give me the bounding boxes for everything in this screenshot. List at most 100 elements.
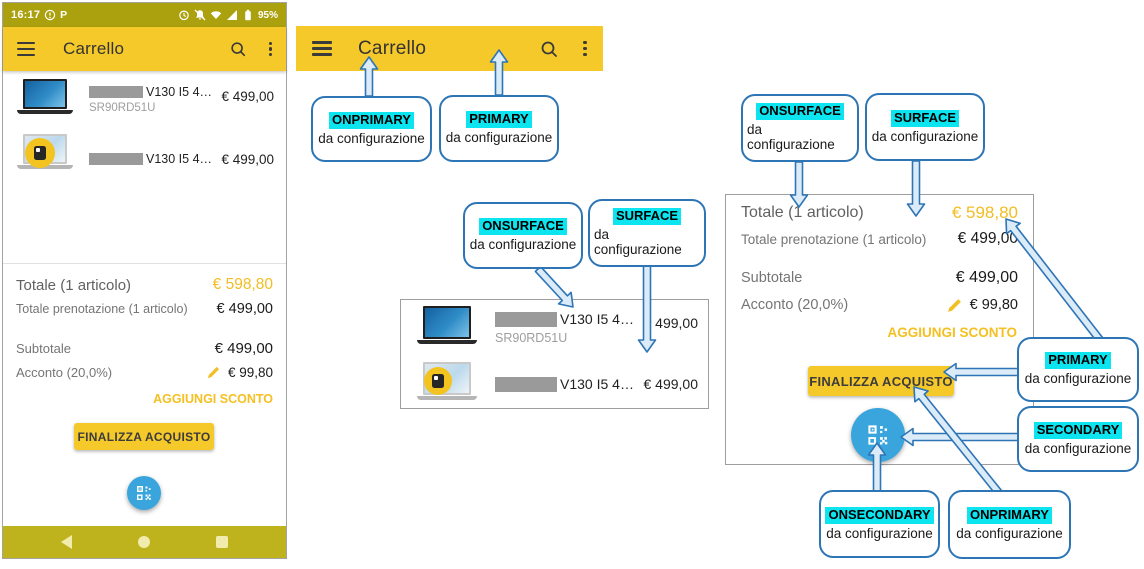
- divider: [3, 263, 286, 264]
- callout-onsurface-cart: ONSURFACE da configurazione: [463, 202, 583, 269]
- callout-subtitle: da configurazione: [594, 227, 682, 257]
- reservation-badge: [25, 138, 55, 168]
- qr-scanner-icon: [137, 486, 151, 500]
- add-discount-button[interactable]: AGGIUNGI SCONTO: [153, 392, 273, 406]
- checkout-button[interactable]: FINALIZZA ACQUISTO: [808, 366, 954, 396]
- deposit-label: Acconto (20,0%): [741, 297, 849, 313]
- theme-token-label: ONPRIMARY: [329, 111, 414, 129]
- reservation-row: Totale prenotazione (1 articolo) € 499,0…: [741, 230, 1018, 248]
- subtotal-label: Subtotale: [16, 341, 71, 356]
- callout-onsecondary-fab: ONSECONDARY da configurazione: [819, 490, 940, 558]
- alert-circle-icon: [44, 9, 56, 21]
- product-price: € 499,00: [221, 89, 274, 104]
- redacted-brand: [495, 311, 557, 327]
- android-nav-bar: [3, 526, 286, 558]
- subtotal-value: € 499,00: [955, 269, 1018, 286]
- add-discount-button[interactable]: AGGIUNGI SCONTO: [887, 325, 1017, 340]
- product-image-laptop: [417, 306, 477, 344]
- reservation-label: Totale prenotazione (1 articolo): [741, 231, 927, 247]
- subtotal-row: Subtotale € 499,00: [16, 340, 273, 357]
- product-image-laptop: [417, 362, 477, 400]
- menu-icon[interactable]: [17, 41, 35, 57]
- checkout-button[interactable]: FINALIZZA ACQUISTO: [74, 423, 214, 450]
- callout-subtitle: da configurazione: [445, 130, 553, 146]
- toolbar-crop: Carrello: [296, 26, 603, 71]
- nav-recent-icon[interactable]: [216, 536, 228, 548]
- product-price: € 499,00: [221, 152, 274, 167]
- callout-subtitle: da configurazione: [469, 237, 577, 253]
- deposit-value: € 99,80: [227, 365, 273, 380]
- callout-onprimary-button: ONPRIMARY da configurazione: [948, 490, 1071, 559]
- cart-content: V130 I5 4… SR90RD51U € 499,00 V130 I5 4……: [3, 71, 286, 526]
- callout-subtitle: da configurazione: [1024, 371, 1132, 387]
- theme-token-label: ONSECONDARY: [825, 506, 934, 524]
- menu-icon[interactable]: [312, 40, 332, 57]
- product-price: € 499,00: [643, 315, 699, 331]
- cart-item-row[interactable]: V130 I5 4… SR90RD51U € 499,00: [401, 304, 708, 359]
- app-toolbar: Carrello: [3, 27, 286, 71]
- overflow-menu-icon[interactable]: [268, 41, 272, 57]
- total-value: € 598,80: [951, 203, 1018, 222]
- edit-pencil-icon[interactable]: [947, 298, 962, 313]
- totals-panel-crop: Totale (1 articolo) € 598,80 Totale pren…: [725, 194, 1034, 465]
- notebook-icon: [34, 146, 46, 160]
- product-name: V130 I5 4…: [146, 152, 213, 166]
- edit-pencil-icon[interactable]: [207, 366, 220, 379]
- callout-primary-toolbar: PRIMARY da configurazione: [439, 95, 559, 162]
- qr-scanner-fab[interactable]: [127, 476, 161, 510]
- theme-token-label: SURFACE: [890, 109, 960, 127]
- callout-subtitle: da configurazione: [956, 526, 1063, 542]
- search-icon[interactable]: [539, 39, 559, 59]
- total-value: € 598,80: [212, 276, 273, 293]
- subtotal-row: Subtotale € 499,00: [741, 269, 1018, 287]
- theme-token-label: PRIMARY: [466, 111, 532, 129]
- callout-subtitle: da configurazione: [1024, 440, 1132, 456]
- nav-home-icon[interactable]: [138, 536, 150, 548]
- page-title: Carrello: [63, 39, 125, 58]
- callout-secondary-fab: SECONDARY da configurazione: [1017, 406, 1139, 472]
- theme-token-label: PRIMARY: [1045, 352, 1111, 370]
- deposit-row: Acconto (20,0%) € 99,80: [741, 297, 1018, 313]
- wifi-icon: [210, 11, 222, 19]
- page-title: Carrello: [358, 37, 427, 59]
- callout-subtitle: da configurazione: [871, 128, 979, 144]
- nav-back-icon[interactable]: [61, 535, 72, 549]
- status-left: 16:17 P: [11, 9, 67, 21]
- total-label: Totale (1 articolo): [16, 276, 132, 294]
- product-name: V130 I5 4…: [560, 311, 634, 327]
- callout-surface-totals: SURFACE da configurazione: [865, 93, 985, 161]
- redacted-brand: [495, 376, 557, 392]
- status-right: 95%: [178, 9, 278, 21]
- status-time: 16:17: [11, 9, 41, 21]
- callout-subtitle: da configurazione: [747, 122, 835, 152]
- cart-item-row[interactable]: V130 I5 4… € 499,00: [3, 131, 286, 186]
- reservation-value: € 499,00: [216, 301, 273, 317]
- subtotal-label: Subtotale: [741, 270, 803, 286]
- notifications-off-icon: [194, 9, 206, 21]
- qr-scanner-fab[interactable]: [851, 408, 905, 462]
- p-notification-icon: P: [60, 9, 68, 21]
- theme-token-label: SECONDARY: [1033, 421, 1123, 439]
- status-bar: 16:17 P: [3, 3, 286, 27]
- clock-icon: [179, 10, 189, 21]
- product-image-laptop: [17, 134, 73, 169]
- cart-item-row[interactable]: V130 I5 4… € 499,00: [401, 358, 708, 408]
- cart-item-row[interactable]: V130 I5 4… SR90RD51U € 499,00: [3, 76, 286, 131]
- subtotal-value: € 499,00: [214, 340, 273, 357]
- deposit-value: € 99,80: [969, 297, 1018, 313]
- overflow-menu-icon[interactable]: [583, 40, 587, 57]
- qr-scanner-icon: [868, 425, 888, 445]
- deposit-label: Acconto (20,0%): [16, 365, 113, 380]
- total-row: Totale (1 articolo) € 598,80: [16, 276, 273, 294]
- reservation-value: € 499,00: [957, 230, 1018, 247]
- product-name: V130 I5 4…: [146, 85, 213, 99]
- redacted-brand: [89, 86, 143, 98]
- battery-icon: [245, 9, 251, 21]
- theme-token-label: ONPRIMARY: [967, 507, 1052, 525]
- search-icon[interactable]: [229, 40, 247, 58]
- deposit-row: Acconto (20,0%) € 99,80: [16, 365, 273, 380]
- callout-surface-cart: SURFACE da configurazione: [588, 199, 706, 267]
- phone-screenshot: 16:17 P: [2, 2, 287, 559]
- battery-percent: 95%: [257, 9, 278, 21]
